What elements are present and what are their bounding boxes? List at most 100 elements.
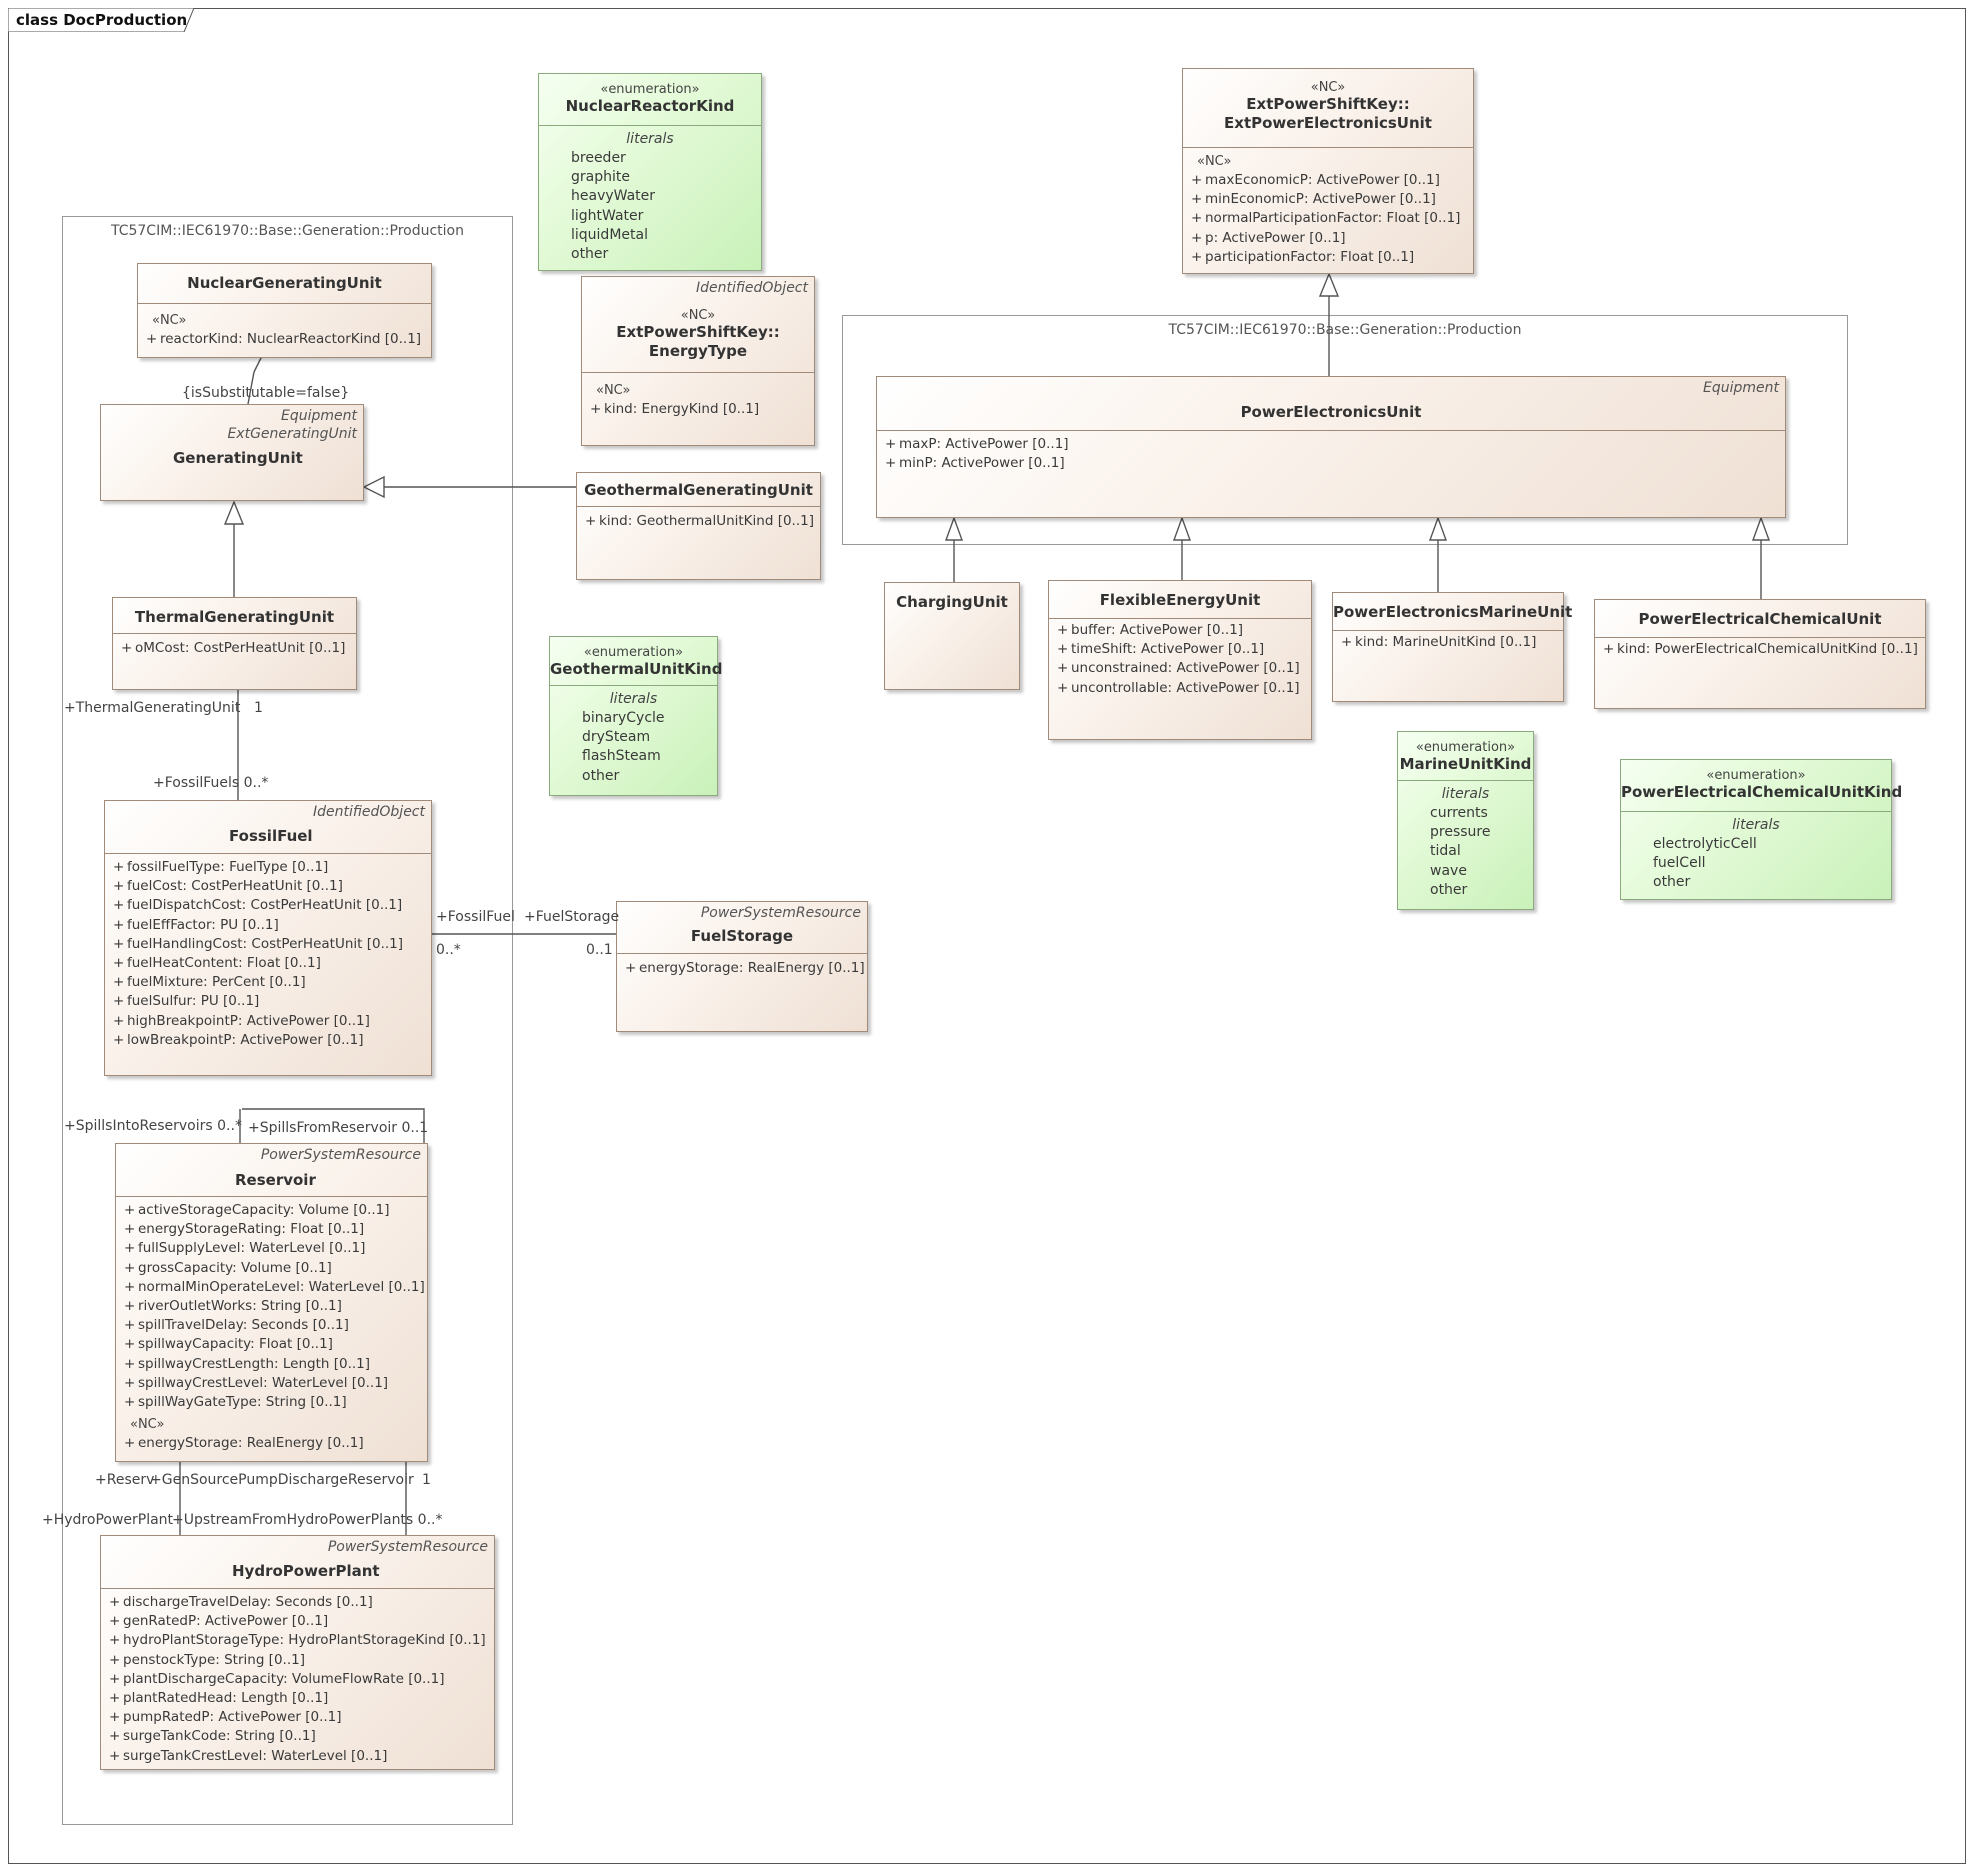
class-name: HydroPowerPlant [232, 1562, 380, 1580]
class-generating-unit[interactable]: Equipment ExtGeneratingUnit GeneratingUn… [100, 404, 364, 501]
class-nuclear-generating-unit[interactable]: NuclearGeneratingUnit «NC» +reactorKind:… [137, 263, 432, 358]
nuclear-to-generating-link [247, 355, 263, 405]
class-geothermal-generating-unit[interactable]: GeothermalGeneratingUnit +kind: Geotherm… [576, 472, 821, 580]
attribute-row: +oMCost: CostPerHeatUnit [0..1] [121, 640, 346, 656]
class-name: FuelStorage [690, 927, 794, 945]
attribute-row: +fuelEffFactor: PU [0..1] [113, 916, 279, 933]
class-hydro-power-plant[interactable]: PowerSystemResource HydroPowerPlant +dis… [100, 1535, 495, 1770]
attribute-row: +genRatedP: ActivePower [0..1] [109, 1613, 329, 1630]
class-energy-type[interactable]: IdentifiedObject «NC» ExtPowerShiftKey::… [581, 276, 815, 446]
package-title: TC57CIM::IEC61970::Base::Generation::Pro… [1168, 322, 1522, 338]
package-production-right: TC57CIM::IEC61970::Base::Generation::Pro… [842, 315, 1848, 545]
parent-class: PowerSystemResource [260, 1147, 421, 1163]
attribute-row: +spillwayCrestLength: Length [0..1] [124, 1355, 371, 1372]
literal: other [1430, 881, 1468, 898]
attribute-row: +uncontrollable: ActivePower [0..1] [1057, 679, 1300, 696]
package-production-left: TC57CIM::IEC61970::Base::Generation::Pro… [62, 216, 513, 1825]
attribute-row: +spillWayGateType: String [0..1] [124, 1394, 347, 1411]
class-name: MarineUnitKind [1399, 755, 1532, 773]
class-charging-unit[interactable]: ChargingUnit [884, 582, 1020, 690]
class-name: ChargingUnit [896, 593, 1008, 611]
attribute-row: +normalParticipationFactor: Float [0..1] [1191, 210, 1461, 227]
attribute-row: +kind: PowerElectricalChemicalUnitKind [… [1603, 641, 1918, 657]
attribute-row: +participationFactor: Float [0..1] [1191, 248, 1415, 265]
class-fuel-storage[interactable]: PowerSystemResource FuelStorage +energyS… [616, 901, 868, 1032]
stereotype: «enumeration» [583, 645, 684, 660]
generalization-arrowhead [945, 515, 963, 541]
attribute-row: +plantRatedHead: Length [0..1] [109, 1690, 329, 1707]
class-reservoir[interactable]: PowerSystemResource Reservoir +activeSto… [115, 1143, 428, 1462]
attribute-group-stereotype: «NC» [152, 313, 187, 328]
attribute-row: +minEconomicP: ActivePower [0..1] [1191, 191, 1436, 208]
attribute-row: +minP: ActivePower [0..1] [885, 455, 1065, 472]
multiplicity-label: 0..* [436, 942, 461, 958]
attribute-row: +maxP: ActivePower [0..1] [885, 436, 1069, 452]
role-label: +FossilFuel [436, 909, 515, 925]
attribute-row: +surgeTankCode: String [0..1] [109, 1728, 316, 1745]
class-fossil-fuel[interactable]: IdentifiedObject FossilFuel +fossilFuelT… [104, 800, 432, 1076]
attribute-row: +energyStorageRating: Float [0..1] [124, 1221, 365, 1238]
class-name-line2: EnergyType [648, 342, 748, 360]
parent-class: IdentifiedObject [695, 280, 808, 296]
class-power-electrical-chemical-unit[interactable]: PowerElectricalChemicalUnit +kind: Power… [1594, 599, 1926, 709]
literal: heavyWater [571, 188, 656, 205]
literals-heading: literals [626, 131, 674, 147]
attribute-row: +riverOutletWorks: String [0..1] [124, 1298, 342, 1315]
parent-class: PowerSystemResource [700, 905, 861, 921]
class-ext-power-electronics-unit[interactable]: «NC» ExtPowerShiftKey:: ExtPowerElectron… [1182, 68, 1474, 274]
attribute-row: +kind: EnergyKind [0..1] [590, 401, 760, 417]
class-name: GeothermalUnitKind [550, 660, 723, 678]
attribute-row: +reactorKind: NuclearReactorKind [0..1] [146, 331, 422, 347]
generalization-arrowhead [1318, 272, 1340, 297]
class-name: PowerElectronicsUnit [1240, 403, 1422, 421]
literals-heading: literals [1441, 786, 1490, 802]
literal: wave [1430, 862, 1467, 879]
stereotype: «NC» [1310, 80, 1346, 95]
class-power-electronics-unit[interactable]: Equipment PowerElectronicsUnit +maxP: Ac… [876, 376, 1786, 518]
class-name: Reservoir [235, 1171, 316, 1189]
literal: drySteam [582, 729, 651, 746]
attribute-row: +pumpRatedP: ActivePower [0..1] [109, 1709, 342, 1726]
class-nuclear-reactor-kind[interactable]: «enumeration» NuclearReactorKind literal… [538, 73, 762, 271]
stereotype: «enumeration» [1415, 740, 1516, 755]
attribute-row: +unconstrained: ActivePower [0..1] [1057, 660, 1300, 677]
attribute-row: +surgeTankCrestLevel: WaterLevel [0..1] [109, 1747, 388, 1764]
attribute-row: +lowBreakpointP: ActivePower [0..1] [113, 1031, 364, 1048]
class-flexible-energy-unit[interactable]: FlexibleEnergyUnit +buffer: ActivePower … [1048, 580, 1312, 740]
role-label: +SpillsFromReservoir 0..1 [248, 1120, 429, 1136]
attribute-row: +fullSupplyLevel: WaterLevel [0..1] [124, 1240, 366, 1257]
class-power-electrical-chemical-unit-kind[interactable]: «enumeration» PowerElectricalChemicalUni… [1620, 759, 1903, 900]
attribute-row: +fuelDispatchCost: CostPerHeatUnit [0..1… [113, 897, 403, 914]
multiplicity-label: 1 [254, 700, 263, 716]
class-geothermal-unit-kind[interactable]: «enumeration» GeothermalUnitKind literal… [549, 636, 723, 796]
generalization-arrowhead [1752, 515, 1770, 541]
class-name: PowerElectricalChemicalUnit [1638, 610, 1882, 628]
parent-class: Equipment [281, 408, 357, 424]
attribute-row: +fuelSulfur: PU [0..1] [113, 993, 260, 1010]
class-thermal-generating-unit[interactable]: ThermalGeneratingUnit +oMCost: CostPerHe… [112, 597, 357, 690]
parent-class-2: ExtGeneratingUnit [227, 426, 357, 442]
class-name: PowerElectricalChemicalUnitKind [1621, 783, 1903, 801]
literal: pressure [1430, 824, 1491, 841]
attribute-row: +normalMinOperateLevel: WaterLevel [0..1… [124, 1278, 425, 1295]
stereotype: «NC» [680, 308, 716, 323]
class-name: FossilFuel [229, 827, 313, 845]
class-power-electronics-marine-unit[interactable]: PowerElectronicsMarineUnit +kind: Marine… [1332, 592, 1573, 702]
diagram-frame [8, 8, 1966, 1864]
role-label: +GenSourcePumpDischargeReservoir [150, 1472, 414, 1488]
class-name: ThermalGeneratingUnit [134, 608, 335, 626]
class-name: PowerElectronicsMarineUnit [1333, 603, 1573, 621]
attribute-row: +grossCapacity: Volume [0..1] [124, 1259, 332, 1276]
attribute-row: +fuelHeatContent: Float [0..1] [113, 955, 321, 972]
attribute-row: +plantDischargeCapacity: VolumeFlowRate … [109, 1670, 445, 1687]
attribute-row: +activeStorageCapacity: Volume [0..1] [124, 1202, 390, 1218]
class-marine-unit-kind[interactable]: «enumeration» MarineUnitKind literals cu… [1397, 731, 1534, 910]
generalization-arrowhead [1173, 515, 1191, 541]
attribute-row: +dischargeTravelDelay: Seconds [0..1] [109, 1594, 373, 1610]
literal: fuelCell [1653, 855, 1706, 872]
literals-heading: literals [609, 691, 658, 707]
generalization-arrowhead [1429, 515, 1447, 541]
attribute-row: +fuelHandlingCost: CostPerHeatUnit [0..1… [113, 935, 404, 952]
attribute-row: +kind: MarineUnitKind [0..1] [1341, 634, 1537, 650]
generalization-arrowhead [362, 475, 385, 499]
